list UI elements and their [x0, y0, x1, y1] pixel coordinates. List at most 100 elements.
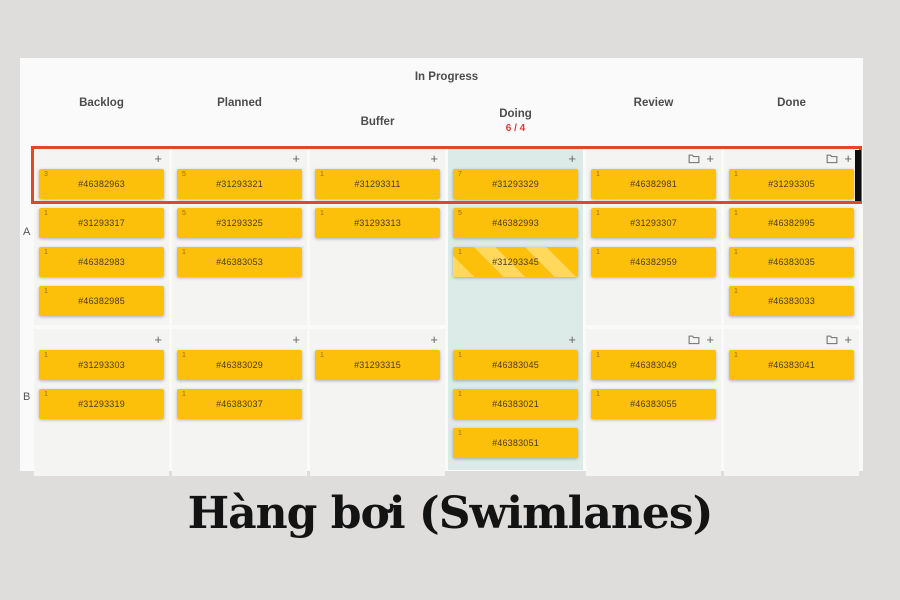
folder-icon[interactable]	[688, 153, 700, 164]
kanban-card[interactable]: 1#31293315	[315, 350, 440, 380]
cell-header-done: +	[724, 329, 859, 346]
kanban-card[interactable]: 1#46383029	[177, 350, 302, 380]
card-id: #31293313	[354, 218, 401, 228]
card-count-badge: 1	[44, 249, 49, 256]
column-header-review: Review	[633, 97, 674, 109]
kanban-card[interactable]: 1#46382985	[39, 286, 164, 316]
kanban-card[interactable]: 1 #31293303	[39, 350, 164, 380]
add-card-icon[interactable]: +	[154, 150, 162, 166]
cell-header-review: +	[586, 148, 721, 165]
cell-a-done: +1#31293305 1 #46382995 1#46383035 1#4638303…	[724, 148, 859, 325]
kanban-card[interactable]: 5#46382993	[453, 208, 578, 238]
kanban-card[interactable]: 1#31293311	[315, 169, 440, 199]
column-header-planned: Planned	[217, 97, 262, 109]
card-count-badge: 1	[182, 249, 187, 256]
cell-header-buffer: +	[310, 329, 445, 346]
card-count-badge: 1	[458, 430, 463, 437]
kanban-card[interactable]: 1#46383021	[453, 389, 578, 419]
image-caption: Hàng bơi (Swimlanes)	[187, 488, 714, 539]
kanban-card[interactable]: 1 #31293319	[39, 389, 164, 419]
kanban-card[interactable]: 1#31293305	[729, 169, 854, 199]
card-id: #31293319	[78, 399, 125, 409]
kanban-card[interactable]: 1#31293313	[315, 208, 440, 238]
kanban-card[interactable]: 1 #46383041	[729, 350, 854, 380]
kanban-card[interactable]: 1#46383053	[177, 247, 302, 277]
cell-b-backlog: +1 #31293303 1 #31293319	[34, 329, 169, 476]
card-count-badge: 1	[44, 352, 49, 359]
card-id: #46383037	[216, 399, 263, 409]
kanban-card[interactable]: 1#46383037	[177, 389, 302, 419]
card-id: #46383021	[492, 399, 539, 409]
card-id: #46383033	[768, 296, 815, 306]
card-id: #46383055	[630, 399, 677, 409]
add-card-icon[interactable]: +	[844, 331, 852, 347]
kanban-card[interactable]: 1 #31293345	[453, 247, 578, 277]
card-count-badge: 1	[596, 352, 601, 359]
add-card-icon[interactable]: +	[430, 150, 438, 166]
column-header-buffer: Buffer	[360, 116, 395, 128]
kanban-card[interactable]: 1#46382959	[591, 247, 716, 277]
add-card-icon[interactable]: +	[292, 150, 300, 166]
add-card-icon[interactable]: +	[568, 331, 576, 347]
card-count-badge: 1	[734, 352, 739, 359]
kanban-card[interactable]: 1#31293317	[39, 208, 164, 238]
add-card-icon[interactable]: +	[568, 150, 576, 166]
swimlane-label-a: A	[23, 226, 31, 238]
cell-b-planned: +1#46383029 1#46383037	[172, 329, 307, 476]
cell-header-planned: +	[172, 329, 307, 346]
kanban-card[interactable]: 3#46382963	[39, 169, 164, 199]
kanban-card[interactable]: 1#46382981	[591, 169, 716, 199]
card-id: #31293305	[768, 179, 815, 189]
folder-icon[interactable]	[826, 153, 838, 164]
add-card-icon[interactable]: +	[706, 331, 714, 347]
card-id: #46383041	[768, 360, 815, 370]
swimlane-a: +3#46382963 1#31293317 1#46382983 1#4638298…	[34, 148, 859, 325]
card-count-badge: 1	[734, 210, 739, 217]
cell-header-done: +	[724, 148, 859, 165]
folder-icon[interactable]	[688, 334, 700, 345]
card-id: #46382995	[768, 218, 815, 228]
card-id: #46382959	[630, 257, 677, 267]
kanban-card[interactable]: 1#31293307	[591, 208, 716, 238]
add-card-icon[interactable]: +	[292, 331, 300, 347]
kanban-card[interactable]: 1#46382983	[39, 247, 164, 277]
card-count-badge: 1	[44, 391, 49, 398]
kanban-card[interactable]: 1#46383049	[591, 350, 716, 380]
card-id: #31293325	[216, 218, 263, 228]
swimlane-label-b: B	[23, 391, 31, 403]
kanban-card[interactable]: 1 #46383051	[453, 428, 578, 458]
swimlanes-container: +3#46382963 1#31293317 1#46382983 1#4638298…	[34, 148, 859, 476]
kanban-card[interactable]: 5#31293321	[177, 169, 302, 199]
card-id: #31293345	[492, 257, 539, 267]
kanban-card[interactable]: 1 #46382995	[729, 208, 854, 238]
card-id: #46383029	[216, 360, 263, 370]
add-card-icon[interactable]: +	[844, 150, 852, 166]
folder-icon[interactable]	[826, 334, 838, 345]
column-header-backlog: Backlog	[79, 97, 124, 109]
add-card-icon[interactable]: +	[154, 331, 162, 347]
cell-header-review: +	[586, 329, 721, 346]
cell-header-backlog: +	[34, 148, 169, 165]
kanban-card[interactable]: 1#46383055	[591, 389, 716, 419]
cell-header-planned: +	[172, 148, 307, 165]
card-id: #31293303	[78, 360, 125, 370]
kanban-card[interactable]: 5#31293325	[177, 208, 302, 238]
card-id: #31293329	[492, 179, 539, 189]
card-count-badge: 1	[458, 249, 463, 256]
kanban-card[interactable]: 7#31293329	[453, 169, 578, 199]
add-card-icon[interactable]: +	[706, 150, 714, 166]
card-id: #46382963	[78, 179, 125, 189]
card-count-badge: 5	[182, 171, 187, 178]
card-id: #46383051	[492, 438, 539, 448]
add-card-icon[interactable]: +	[430, 331, 438, 347]
cell-header-backlog: +	[34, 329, 169, 346]
wip-limit-indicator: 6 / 4	[505, 123, 526, 134]
kanban-card[interactable]: 1#46383035	[729, 247, 854, 277]
kanban-card[interactable]: 1#46383045	[453, 350, 578, 380]
vertical-scrollbar[interactable]	[855, 150, 861, 201]
kanban-card[interactable]: 1#46383033	[729, 286, 854, 316]
